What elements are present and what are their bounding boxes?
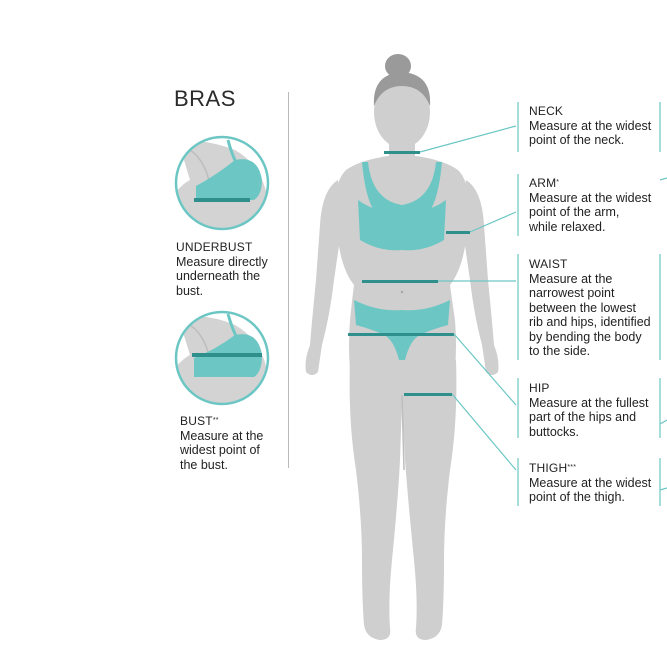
label-brackets	[517, 102, 661, 506]
thigh-label: THIGH*** Measure at the widest point of …	[529, 461, 652, 504]
underbust-band	[194, 198, 250, 202]
neck-band	[384, 151, 420, 154]
waist-label: WAIST Measure at the narrowest point bet…	[529, 257, 651, 358]
thigh-band	[404, 393, 452, 396]
section-title: BRAS	[174, 86, 236, 111]
neck-label: NECK Measure at the widest point of the …	[529, 104, 652, 147]
bust-band	[192, 353, 262, 357]
hip-label: HIP Measure at the fullest part of the h…	[529, 381, 649, 439]
arm-label: ARM* Measure at the widest point of the …	[529, 176, 652, 234]
arm-band	[446, 231, 470, 234]
leader-lines	[419, 125, 667, 491]
hip-band	[348, 333, 454, 336]
underbust-illustration	[174, 135, 270, 231]
bust-illustration	[174, 310, 270, 406]
underbust-label: UNDERBUST Measure directly underneath th…	[176, 240, 268, 298]
figure	[305, 54, 499, 640]
bust-label: BUST** Measure at the widest point of th…	[180, 414, 264, 472]
section-divider	[288, 92, 289, 468]
waist-band	[362, 280, 438, 283]
